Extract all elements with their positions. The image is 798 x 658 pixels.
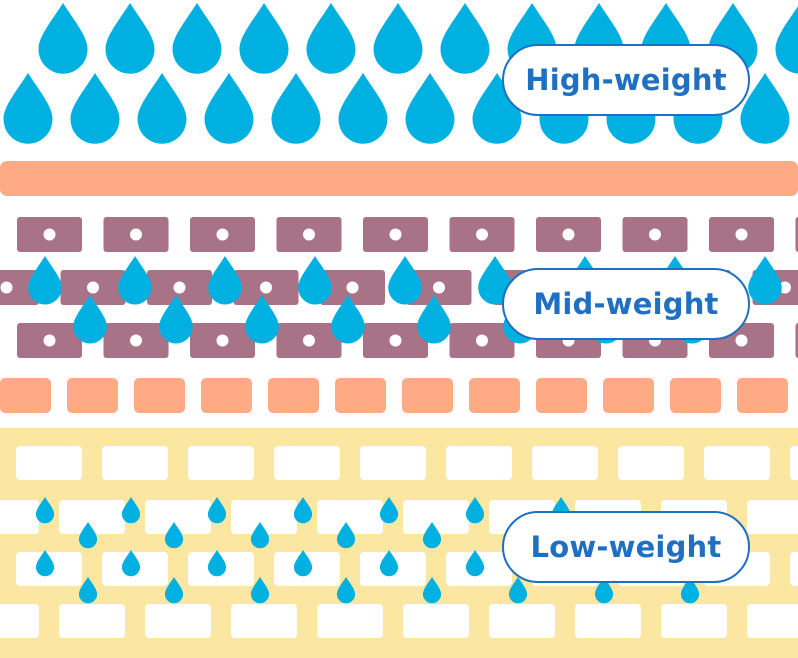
- lining-strips: [0, 161, 798, 413]
- fabric-hole: [130, 334, 142, 347]
- fabric-hole: [649, 228, 661, 241]
- lining-segment: [134, 378, 185, 413]
- fabric-hole: [43, 334, 56, 347]
- water-drop-icon: [118, 256, 152, 305]
- fabric-hole: [0, 604, 39, 638]
- fabric-hole: [704, 446, 770, 480]
- fabric-hole: [735, 334, 748, 347]
- fabric-hole: [130, 228, 142, 241]
- water-drop-icon: [3, 73, 53, 144]
- fabric-hole: [260, 281, 272, 294]
- water-drop-icon: [271, 73, 321, 144]
- fabric-hole: [188, 446, 254, 480]
- water-drop-icon: [208, 256, 242, 305]
- fabric-hole: [779, 281, 791, 294]
- fabric-hole: [360, 446, 426, 480]
- fabric-hole: [735, 228, 748, 241]
- water-drop-icon: [388, 256, 422, 305]
- fabric-hole: [661, 604, 727, 638]
- fabric-hole: [317, 604, 383, 638]
- fabric-hole: [476, 228, 488, 241]
- fabric-hole: [389, 228, 402, 241]
- lining-segment: [402, 378, 453, 413]
- mid-weight-label: Mid-weight: [502, 268, 750, 340]
- lining-segment: [268, 378, 319, 413]
- low-weight-label: Low-weight: [502, 511, 750, 583]
- fabric-hole: [87, 281, 99, 294]
- lining-segment: [201, 378, 252, 413]
- fabric-hole: [403, 604, 469, 638]
- fabric-hole: [59, 604, 125, 638]
- fabric-cell: [0, 270, 39, 305]
- water-drop-icon: [70, 73, 120, 144]
- lining-segment: [0, 378, 51, 413]
- water-drop-icon: [38, 3, 88, 74]
- fabric-cell: [795, 323, 798, 358]
- lining-segment: [469, 378, 520, 413]
- fabric-hole: [102, 446, 168, 480]
- water-drop-icon: [172, 3, 222, 74]
- fabric-hole: [562, 228, 575, 241]
- fabric-hole: [403, 500, 469, 534]
- lining-segment: [536, 378, 587, 413]
- fabric-hole: [346, 281, 359, 294]
- water-drop-icon: [28, 256, 62, 305]
- water-drop-icon: [338, 73, 388, 144]
- fabric-hole: [145, 500, 211, 534]
- lining-segment: [335, 378, 386, 413]
- lining-segment: [670, 378, 721, 413]
- lining-strip: [0, 161, 798, 196]
- fabric-hole: [489, 604, 555, 638]
- fabric-hole: [231, 604, 297, 638]
- fabric-hole: [0, 281, 13, 294]
- lining-segment: [67, 378, 118, 413]
- water-drop-icon: [105, 3, 155, 74]
- fabric-hole: [446, 446, 512, 480]
- fabric-hole: [747, 500, 798, 534]
- fabric-hole: [0, 500, 39, 534]
- fabric-hole: [532, 446, 598, 480]
- fabric-hole: [16, 446, 82, 480]
- water-drop-icon: [204, 73, 254, 144]
- fabric-hole: [145, 604, 211, 638]
- fabric-hole: [59, 500, 125, 534]
- high-weight-label: High-weight: [502, 44, 750, 116]
- water-drop-icon: [748, 256, 782, 305]
- fabric-hole: [747, 604, 798, 638]
- fabric-hole: [317, 500, 383, 534]
- fabric-hole: [231, 500, 297, 534]
- water-drop-icon: [298, 256, 332, 305]
- water-drop-icon: [405, 73, 455, 144]
- fabric-hole: [433, 281, 445, 294]
- lining-segment: [603, 378, 654, 413]
- fabric-hole: [476, 334, 488, 347]
- fabric-hole: [303, 334, 315, 347]
- fabric-cell: [795, 217, 798, 252]
- fabric-hole: [618, 446, 684, 480]
- water-drop-icon: [239, 3, 289, 74]
- water-drop-icon: [137, 73, 187, 144]
- water-drop-icon: [306, 3, 356, 74]
- fabric-hole: [216, 334, 229, 347]
- fabric-hole: [173, 281, 186, 294]
- water-drop-icon: [775, 3, 798, 74]
- fabric-hole: [274, 446, 340, 480]
- fabric-hole: [389, 334, 402, 347]
- fabric-hole: [43, 228, 56, 241]
- fabric-hole: [790, 446, 798, 480]
- water-drop-icon: [373, 3, 423, 74]
- fabric-hole: [575, 604, 641, 638]
- lining-segment: [737, 378, 788, 413]
- fabric-hole: [303, 228, 315, 241]
- fabric-hole: [790, 552, 798, 586]
- water-drop-icon: [440, 3, 490, 74]
- fabric-hole: [216, 228, 229, 241]
